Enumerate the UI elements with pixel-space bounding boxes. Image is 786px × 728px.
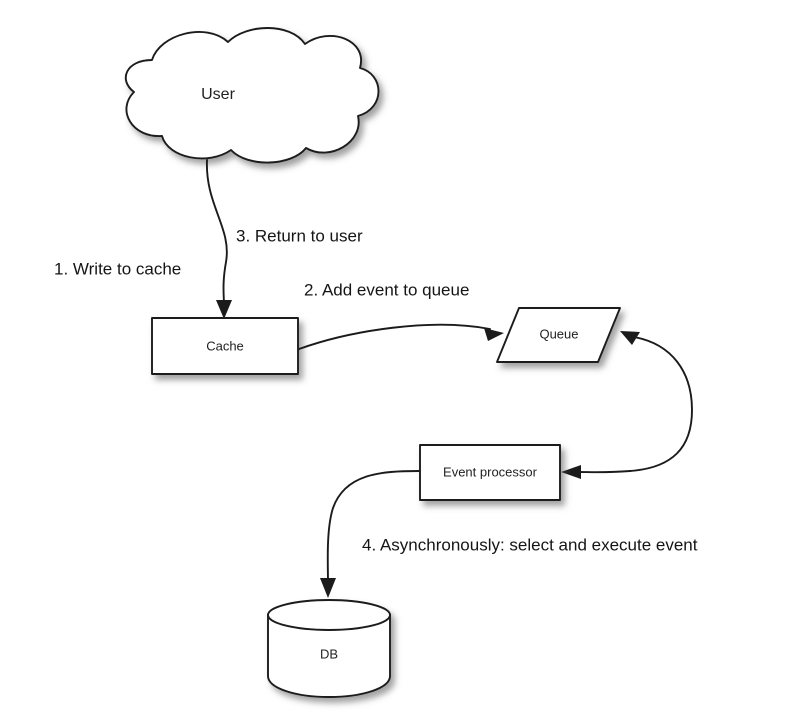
arrow-head-down-db <box>320 578 336 598</box>
edge-cache-to-queue[interactable] <box>298 323 504 350</box>
cache-rect <box>151 317 299 375</box>
edge-user-to-cache[interactable] <box>206 159 232 319</box>
event-processor-rect <box>419 444 561 501</box>
node-user[interactable]: User <box>124 27 380 164</box>
node-cache[interactable]: Cache <box>151 317 299 375</box>
node-queue-label: Queue <box>539 326 578 341</box>
node-db-label: DB <box>320 646 338 661</box>
edge-cache-to-queue-path <box>298 323 491 350</box>
edge-label-step-3: 3. Return to user <box>236 226 363 245</box>
node-cache-label: Cache <box>206 338 244 353</box>
node-event-processor[interactable]: Event processor <box>419 444 561 501</box>
edge-label-step-1: 1. Write to cache <box>54 259 181 278</box>
edge-user-to-cache-path <box>206 159 228 306</box>
db-cylinder-top <box>267 599 391 631</box>
edge-processor-to-db[interactable] <box>320 470 420 598</box>
db-cylinder-body <box>267 614 391 698</box>
arrow-head-into-queue <box>620 331 640 345</box>
queue-parallelogram <box>496 307 621 363</box>
arrow-head-into-processor <box>561 465 581 479</box>
cloud-shape <box>124 27 380 164</box>
edge-queue-to-processor-path <box>577 336 693 474</box>
edge-label-step-4: 4. Asynchronously: select and execute ev… <box>362 535 698 554</box>
arrow-head-down-cache <box>216 300 232 319</box>
edge-queue-to-processor[interactable] <box>561 331 693 479</box>
node-event-processor-label: Event processor <box>443 464 538 479</box>
arrow-head-right-queue <box>484 328 504 341</box>
edge-processor-to-db-path <box>326 470 420 583</box>
node-user-label: User <box>201 86 235 103</box>
node-db[interactable]: DB <box>267 599 391 698</box>
node-queue[interactable]: Queue <box>496 307 621 363</box>
edge-label-step-2: 2. Add event to queue <box>304 280 469 299</box>
